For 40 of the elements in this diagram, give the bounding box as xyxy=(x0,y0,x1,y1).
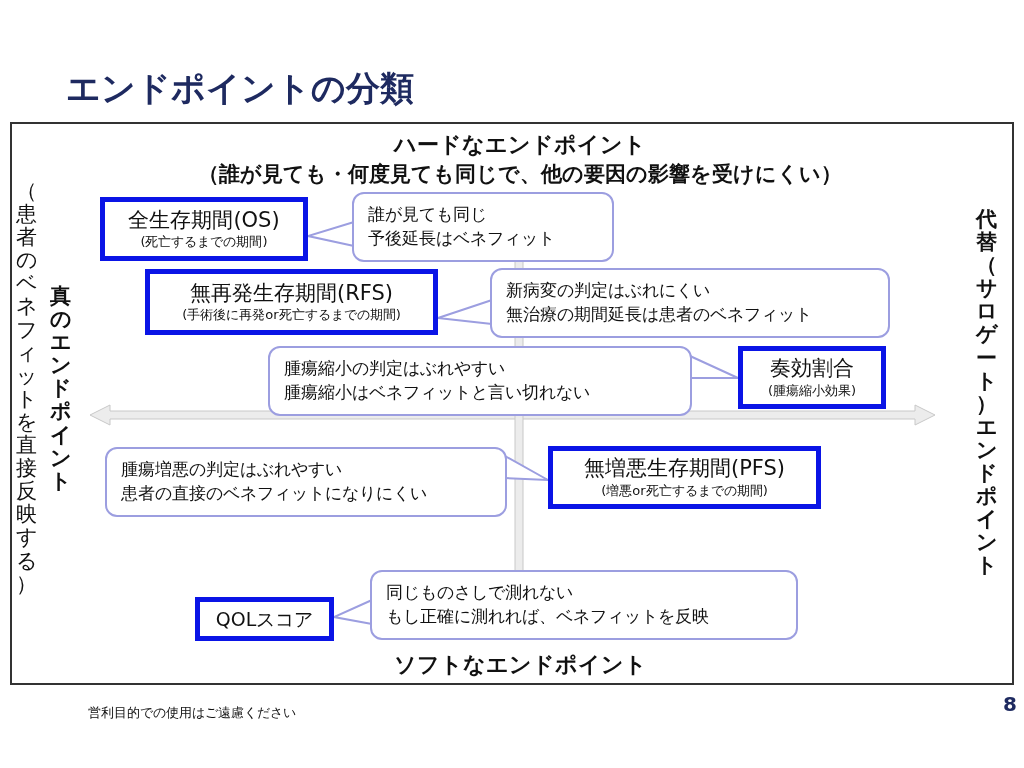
speech-bubble xyxy=(268,346,692,416)
comment-text: 腫瘍増悪の判定はぶれやすい xyxy=(121,458,343,482)
endpoint-name: 奏効割合 xyxy=(770,355,854,383)
endpoint-definition: (増悪or死亡するまでの期間) xyxy=(601,482,768,500)
speech-bubble xyxy=(105,447,507,517)
comment-text: 無治療の期間延長は患者のベネフィット xyxy=(506,303,813,326)
comment-text: 患者の直接のベネフィットになりにくい xyxy=(121,482,428,505)
page-number: 8 xyxy=(1003,692,1017,716)
comment-text: 腫瘍縮小の判定はぶれやすい xyxy=(284,357,506,381)
comment-text: もし正確に測れれば、ベネフィットを反映 xyxy=(386,605,710,628)
callout-tail xyxy=(689,355,739,379)
endpoint-box xyxy=(548,446,821,509)
endpoint-name: 無増悪生存期間(PFS) xyxy=(583,455,786,483)
endpoint-box xyxy=(100,197,308,261)
endpoint-definition: (腫瘍縮小効果) xyxy=(767,382,857,400)
title: エンドポイントの分類 xyxy=(66,67,414,110)
axis-description: （誰が見ても・何度見ても同じで、他の要因の影響を受けにくい） xyxy=(198,161,842,188)
comment-text: 予後延長はベネフィット xyxy=(368,227,556,250)
speech-bubble xyxy=(370,570,798,640)
comment-text: 誰が見ても同じ xyxy=(368,203,488,227)
speech-bubble xyxy=(352,192,614,262)
endpoint-name: 無再発生存期間(RFS) xyxy=(190,279,393,307)
axis-label: 真のエンドポイント xyxy=(50,285,71,493)
endpoint-box xyxy=(738,346,886,409)
endpoint-name: QOLスコア xyxy=(215,606,314,632)
footer-note: 営利目的での使用はご遠慮ください xyxy=(88,704,296,722)
comment-text: 腫瘍縮小はベネフィットと言い切れない xyxy=(284,381,591,404)
axis-description: （患者のベネフィットを直接反映する） xyxy=(16,180,37,596)
endpoint-box xyxy=(145,269,438,335)
endpoint-name: 全生存期間(OS) xyxy=(128,206,280,234)
comment-text: 同じものさしで測れない xyxy=(386,581,574,605)
axis-label: ソフトなエンドポイント xyxy=(393,651,647,679)
axis-label: 代替（サロゲート）エンドポイント xyxy=(976,208,997,578)
callout-tail xyxy=(437,299,493,325)
comment-text: 新病変の判定はぶれにくい xyxy=(506,279,711,303)
endpoint-definition: (死亡するまでの期間) xyxy=(140,234,268,252)
speech-bubble xyxy=(490,268,890,338)
axis-label: ハードなエンドポイント xyxy=(394,131,646,159)
callout-tail xyxy=(504,455,549,481)
endpoint-definition: (手術後に再発or死亡するまでの期間) xyxy=(182,307,401,325)
